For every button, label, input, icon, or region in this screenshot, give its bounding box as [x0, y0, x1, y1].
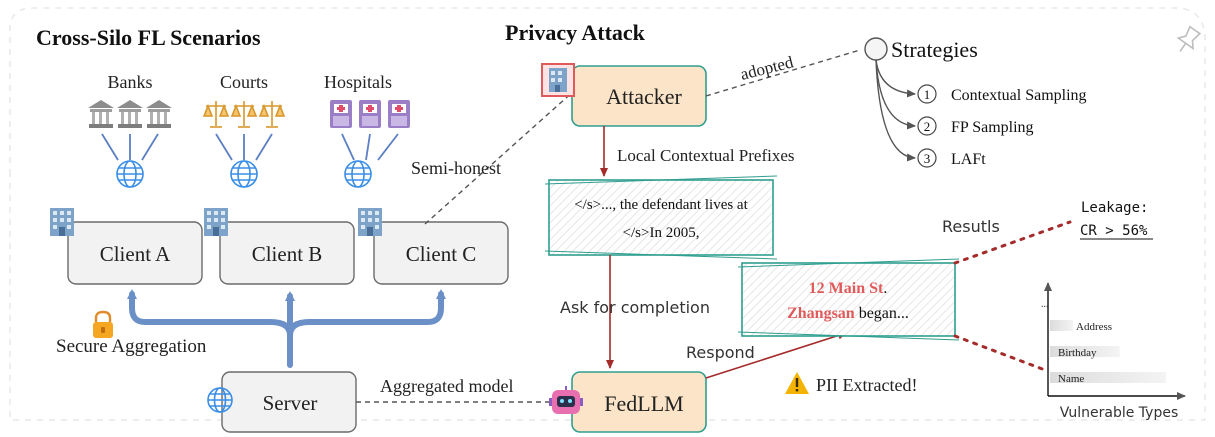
server-box: Server	[221, 371, 357, 433]
chart-bar-address	[1050, 320, 1074, 331]
org-to-globe-connectors	[101, 133, 399, 161]
client-box-c: Client C	[373, 221, 509, 285]
chart-y-label: ...	[1041, 299, 1049, 310]
org-label-hospitals: Hospitals	[324, 72, 392, 92]
lock-icon	[93, 310, 113, 338]
prefix-box: </s>..., the defendant lives at </s>In 2…	[544, 175, 778, 260]
completion-line-1: 12 Main St.	[809, 280, 888, 297]
outer-dashed-frame	[9, 7, 1206, 421]
aggregation-arrows	[127, 289, 446, 368]
svg-text:3: 3	[924, 151, 931, 166]
attacker-box: Attacker	[571, 65, 707, 127]
attack-section-title: Privacy Attack	[505, 20, 646, 45]
strategy-label-3: LAFt	[951, 151, 986, 168]
svg-text:2: 2	[924, 119, 931, 134]
client-box-a: Client A	[67, 221, 203, 285]
strategy-item-2: 2 FP Sampling	[917, 116, 1034, 136]
client-label-a: Client A	[100, 242, 171, 266]
prefix-line-1: </s>..., the defendant lives at	[574, 197, 748, 213]
chart-bar-label-birthday: Birthday	[1058, 347, 1097, 359]
pii-address: 12 Main St	[809, 280, 884, 297]
strategy-item-3: 3 LAFt	[917, 148, 986, 168]
semi-honest-link	[424, 89, 576, 225]
leakage-value: CR > 56%	[1080, 223, 1148, 239]
left-section-title: Cross-Silo FL Scenarios	[36, 25, 261, 50]
org-label-banks: Banks	[108, 72, 153, 92]
hospital-icon	[330, 100, 410, 128]
strategy-label-1: Contextual Sampling	[951, 87, 1087, 104]
scales-icon	[202, 101, 286, 128]
bank-icon	[88, 100, 172, 128]
pii-name: Zhangsan	[787, 305, 855, 322]
building-icon	[50, 208, 382, 236]
completion-box: 12 Main St. Zhangsan began...	[737, 258, 960, 341]
semi-honest-label: Semi-honest	[411, 158, 501, 178]
local-prefixes-label: Local Contextual Prefixes	[617, 146, 795, 165]
client-label-b: Client B	[252, 242, 323, 266]
attacker-building-icon	[541, 63, 575, 97]
fedllm-box: FedLLM	[571, 371, 707, 433]
respond-arrow	[705, 331, 847, 379]
server-globe-icon	[207, 387, 233, 413]
chart-bar-label-name: Name	[1058, 373, 1084, 385]
globe-icon	[116, 160, 372, 188]
leakage-label: Leakage:	[1081, 200, 1148, 216]
strategy-item-1: 1 Contextual Sampling	[917, 84, 1087, 104]
chart-bar-name	[1050, 372, 1166, 383]
results-link	[953, 220, 1072, 265]
robot-icon	[549, 386, 583, 414]
chart-bar-birthday	[1050, 346, 1120, 357]
attacker-label: Attacker	[606, 84, 682, 109]
prefix-line-2: </s>In 2005,	[623, 225, 700, 241]
svg-text:1: 1	[924, 87, 931, 102]
pii-extracted-label: PII Extracted!	[816, 375, 917, 395]
ask-completion-label: Ask for completion	[560, 298, 710, 317]
warning-icon	[785, 372, 809, 394]
respond-label: Respond	[686, 343, 755, 362]
client-box-b: Client B	[219, 221, 355, 285]
adopted-label: adopted	[738, 52, 795, 84]
secure-aggregation-label: Secure Aggregation	[56, 336, 207, 357]
fedllm-label: FedLLM	[604, 391, 683, 416]
strategy-branches	[875, 59, 916, 162]
chart-bar-label-address: Address	[1076, 321, 1112, 333]
chart-x-label: Vulnerable Types	[1060, 405, 1179, 421]
strategies-node	[864, 37, 888, 61]
pin-icon	[1176, 25, 1202, 52]
chart-link	[953, 334, 1047, 372]
client-label-c: Client C	[406, 242, 477, 266]
strategy-label-2: FP Sampling	[951, 119, 1034, 136]
completion-line-2: Zhangsan began...	[787, 305, 909, 322]
server-label: Server	[263, 391, 318, 415]
org-label-courts: Courts	[220, 72, 268, 92]
strategies-title: Strategies	[891, 37, 978, 62]
results-label: Resutls	[942, 217, 1000, 236]
aggregated-model-label: Aggregated model	[380, 376, 513, 396]
